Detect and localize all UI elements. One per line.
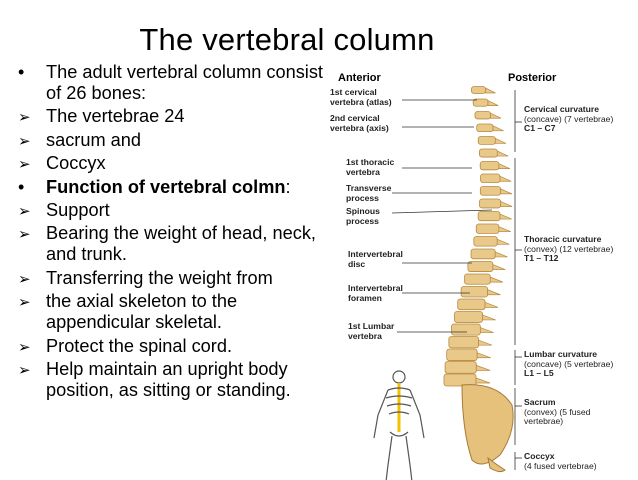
spinous-process: [484, 301, 499, 308]
vertebra-body: [477, 211, 501, 222]
vertebra-body: [451, 323, 481, 336]
vertebral-column-figure: Anterior Posterior: [322, 60, 632, 480]
spinous-process: [498, 226, 511, 233]
label-cervical: Cervical curvature(concave) (7 vertebrae…: [524, 104, 614, 134]
spinous-process: [492, 125, 504, 132]
vertebra-body: [479, 186, 501, 196]
label-l1: 1st Lumbar vertebra: [348, 321, 395, 341]
list-item: ➢Help maintain an upright body position,…: [18, 358, 291, 400]
vertebra-body: [476, 123, 494, 133]
spinous-process: [475, 364, 491, 371]
list-item: ➢sacrum and: [18, 129, 142, 150]
spinous-process: [490, 112, 502, 119]
spinous-process: [496, 238, 510, 245]
spinous-process: [485, 87, 496, 94]
label-lumbar: Lumbar curvature(concave) (5 vertebrae)L…: [524, 349, 614, 379]
vertebra-body: [444, 361, 477, 374]
spinous-process: [475, 377, 491, 384]
label-c1: 1st cervical vertebra (atlas): [330, 87, 392, 107]
label-sacrum: Sacrum(convex) (5 fused vertebrae): [524, 397, 591, 427]
spinous-process: [499, 213, 512, 220]
vertebra-body: [471, 86, 486, 94]
vertebra-body: [448, 336, 479, 349]
vertebra-body: [474, 111, 491, 120]
bullet-list: •The adult vertebral column consist of 2…: [16, 62, 334, 403]
spinous-process: [500, 188, 513, 195]
vertebra-body: [457, 298, 486, 311]
spinous-process: [487, 289, 501, 296]
list-item: ➢Coccyx: [18, 153, 106, 174]
vertebra-body: [475, 223, 500, 234]
vertebra-body: [477, 136, 496, 145]
left-leader-lines: [391, 99, 493, 333]
spinous-process: [499, 175, 512, 182]
spinous-process: [494, 137, 507, 144]
spine-illustration: [373, 86, 522, 480]
spinous-process: [482, 314, 496, 321]
list-item: ➢ the axial skeleton to the appendicular…: [18, 291, 238, 333]
right-brackets: [514, 90, 522, 470]
vertebra-body: [473, 236, 498, 247]
label-spinous: Spinous process: [346, 206, 380, 226]
label-foramen: Intervertebral foramen: [348, 283, 403, 303]
vertebra-body: [479, 198, 501, 209]
spinous-process: [476, 352, 491, 359]
list-item: ➢Support: [18, 199, 110, 220]
page-title: The vertebral column: [139, 22, 435, 57]
label-disc: Intervertebral disc: [348, 249, 403, 269]
coccyx-shape: [487, 456, 506, 473]
vertebra-body: [479, 148, 498, 158]
spinous-process: [479, 327, 494, 333]
spine-vertebrae: [443, 86, 513, 387]
spinous-process: [496, 150, 509, 157]
vertebra-body: [454, 311, 483, 323]
posterior-label: Posterior: [508, 72, 557, 84]
list-item: •Function of vertebral colmn:: [18, 176, 291, 197]
spinous-process: [478, 339, 493, 346]
sacrum-shape: [461, 384, 514, 465]
label-transverse: Transverse process: [346, 183, 392, 203]
vertebra-body: [446, 348, 478, 361]
skeleton-icon: [373, 370, 425, 480]
spinous-process: [494, 251, 508, 258]
label-thoracic: Thoracic curvature(convex) (12 vertebrae…: [524, 234, 614, 264]
spinous-process: [500, 200, 513, 207]
list-item: •The adult vertebral column consist of 2…: [18, 62, 323, 103]
anterior-label: Anterior: [338, 72, 381, 84]
vertebra-body: [460, 286, 489, 298]
vertebra-body: [464, 273, 491, 285]
vertebra-body: [479, 161, 500, 171]
spinous-process: [489, 276, 504, 283]
label-coccyx: Coccyx(4 fused vertebrae): [524, 451, 597, 471]
spinous-process: [487, 100, 499, 106]
list-item: ➢Bearing the weight of head, neck, and t…: [18, 223, 316, 265]
vertebra-body: [480, 173, 501, 183]
list-item: ➢Protect the spinal cord.: [18, 335, 233, 356]
label-t1: 1st thoracic vertebra: [346, 157, 395, 177]
spinous-process: [498, 163, 511, 170]
list-item: ➢The vertebrae 24: [18, 106, 185, 127]
vertebra-body: [470, 248, 496, 260]
list-item: ➢Transferring the weight from: [18, 267, 273, 288]
label-c2: 2nd cervical vertebra (axis): [330, 113, 389, 133]
spinous-process: [492, 264, 506, 270]
